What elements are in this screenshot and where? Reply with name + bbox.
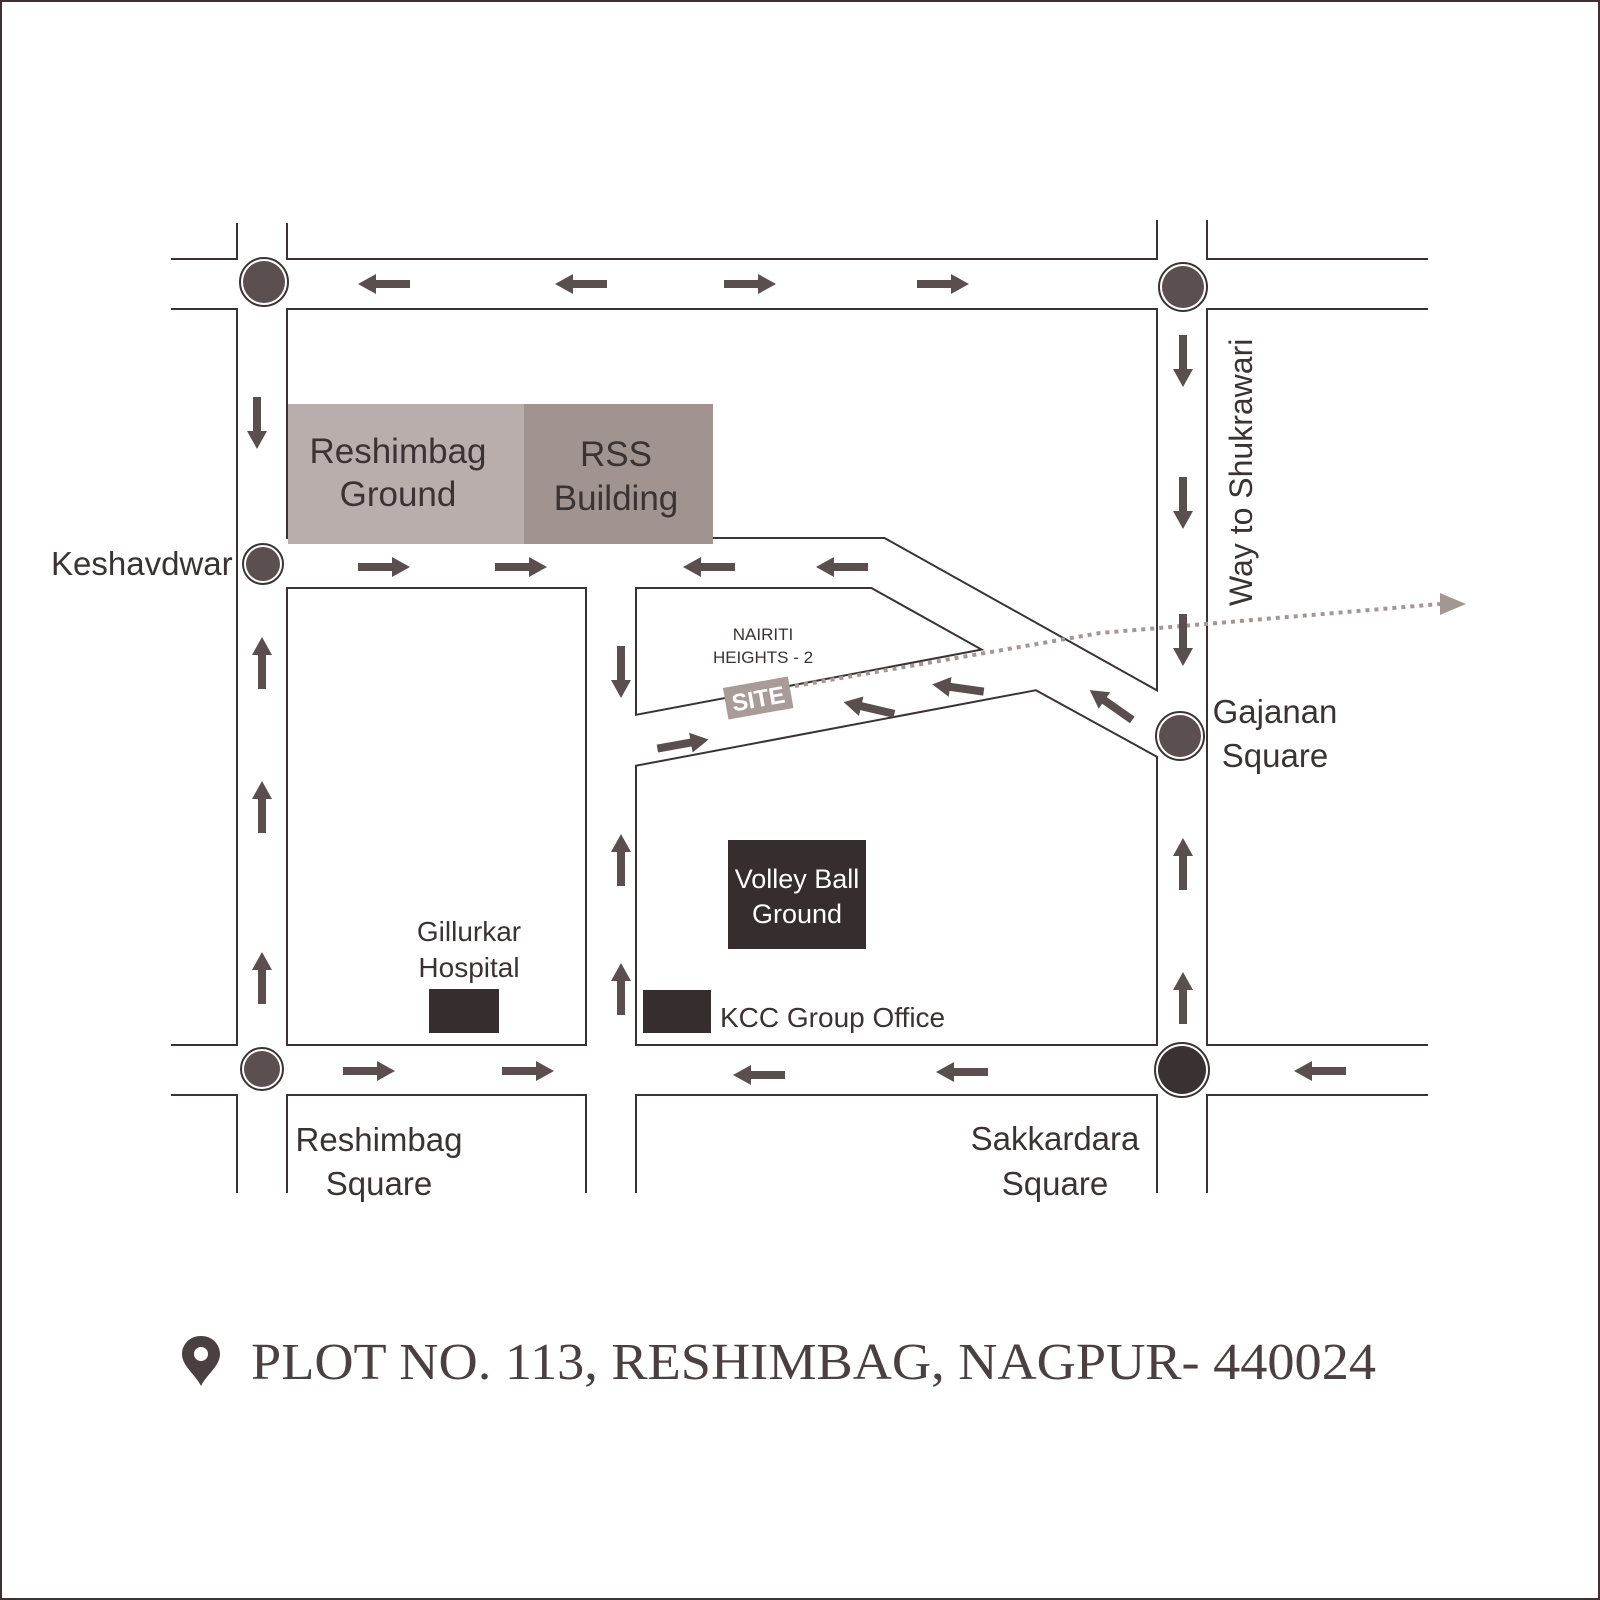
gillurkar-hospital-label-2: Hospital — [418, 952, 519, 983]
reshimbag-ground-block — [288, 404, 524, 544]
volley-ball-ground-block — [728, 840, 866, 949]
reshimbag-square-label-1: Reshimbag — [296, 1121, 463, 1158]
rss-building-label-1: RSS — [580, 435, 652, 474]
direction-arrow-icon — [656, 732, 709, 753]
keshavdwar-junction-dot — [246, 547, 280, 581]
direction-arrow-icon — [555, 274, 607, 294]
kcc-group-office-label: KCC Group Office — [720, 1002, 945, 1033]
way-to-shukrawari-label: Way to Shukrawari — [1223, 339, 1259, 606]
direction-arrow-icon — [252, 952, 272, 1004]
dotted-route-line — [794, 593, 1466, 688]
direction-arrow-icon — [917, 274, 969, 294]
gajanan-square-label-1: Gajanan — [1213, 693, 1338, 730]
direction-arrow-icon — [1173, 614, 1193, 666]
gajanan-square-junction-dot — [1159, 715, 1201, 757]
direction-arrow-icon — [1089, 690, 1135, 724]
address-text: PLOT NO. 113, RESHIMBAG, NAGPUR- 440024 — [251, 1334, 1376, 1391]
reshimbag-ground-label-2: Ground — [340, 475, 457, 514]
direction-arrow-icon — [1173, 335, 1193, 387]
direction-arrow-icon — [1173, 477, 1193, 529]
nairiti-heights-label-1: NAIRITI — [733, 625, 793, 644]
direction-arrow-icon — [611, 646, 631, 698]
junction-markers — [239, 257, 1210, 1098]
volley-ball-ground-label-1: Volley Ball — [735, 864, 860, 894]
direction-arrow-icon — [358, 274, 410, 294]
direction-arrow-icon — [816, 557, 868, 577]
direction-arrow-icon — [843, 696, 896, 718]
junction-top-right-dot — [1162, 266, 1204, 308]
direction-arrow-icon — [252, 637, 272, 689]
direction-arrow-icon — [502, 1061, 554, 1081]
nairiti-heights-label-2: HEIGHTS - 2 — [713, 648, 813, 667]
traffic-arrows — [247, 274, 1346, 1085]
direction-arrow-icon — [683, 557, 735, 577]
gillurkar-hospital-block — [429, 989, 499, 1033]
direction-arrow-icon — [495, 557, 547, 577]
reshimbag-square-label-2: Square — [326, 1165, 432, 1202]
place-labels: Reshimbag Ground RSS Building Keshavdwar… — [51, 339, 1337, 1202]
direction-arrow-icon — [611, 834, 631, 886]
direction-arrow-icon — [724, 274, 776, 294]
direction-arrow-icon — [1294, 1061, 1346, 1081]
address-row: PLOT NO. 113, RESHIMBAG, NAGPUR- 440024 — [182, 1334, 1376, 1391]
rss-building-block — [524, 404, 713, 544]
kcc-group-office-block — [643, 990, 711, 1033]
direction-arrow-icon — [936, 1062, 988, 1082]
sakkardara-square-label-2: Square — [1002, 1165, 1108, 1202]
reshimbag-square-junction-dot — [244, 1051, 280, 1087]
direction-arrow-icon — [247, 397, 267, 449]
direction-arrow-icon — [343, 1061, 395, 1081]
direction-arrow-icon — [932, 676, 985, 697]
direction-arrow-icon — [611, 963, 631, 1015]
direction-arrow-icon — [1173, 838, 1193, 890]
direction-arrow-icon — [358, 557, 410, 577]
gajanan-square-label-2: Square — [1222, 737, 1328, 774]
volley-ball-ground-label-2: Ground — [752, 899, 842, 929]
rss-building-label-2: Building — [554, 479, 679, 518]
sakkardara-square-label-1: Sakkardara — [971, 1120, 1140, 1157]
location-pin-icon — [182, 1336, 220, 1386]
keshavdwar-label: Keshavdwar — [51, 545, 233, 582]
reshimbag-ground-label-1: Reshimbag — [309, 432, 486, 471]
sakkardara-square-junction-dot — [1158, 1046, 1206, 1094]
direction-arrow-icon — [252, 781, 272, 833]
gillurkar-hospital-label-1: Gillurkar — [417, 916, 521, 947]
junction-top-left-dot — [243, 261, 285, 303]
direction-arrow-icon — [733, 1065, 785, 1085]
direction-arrow-icon — [1173, 972, 1193, 1024]
